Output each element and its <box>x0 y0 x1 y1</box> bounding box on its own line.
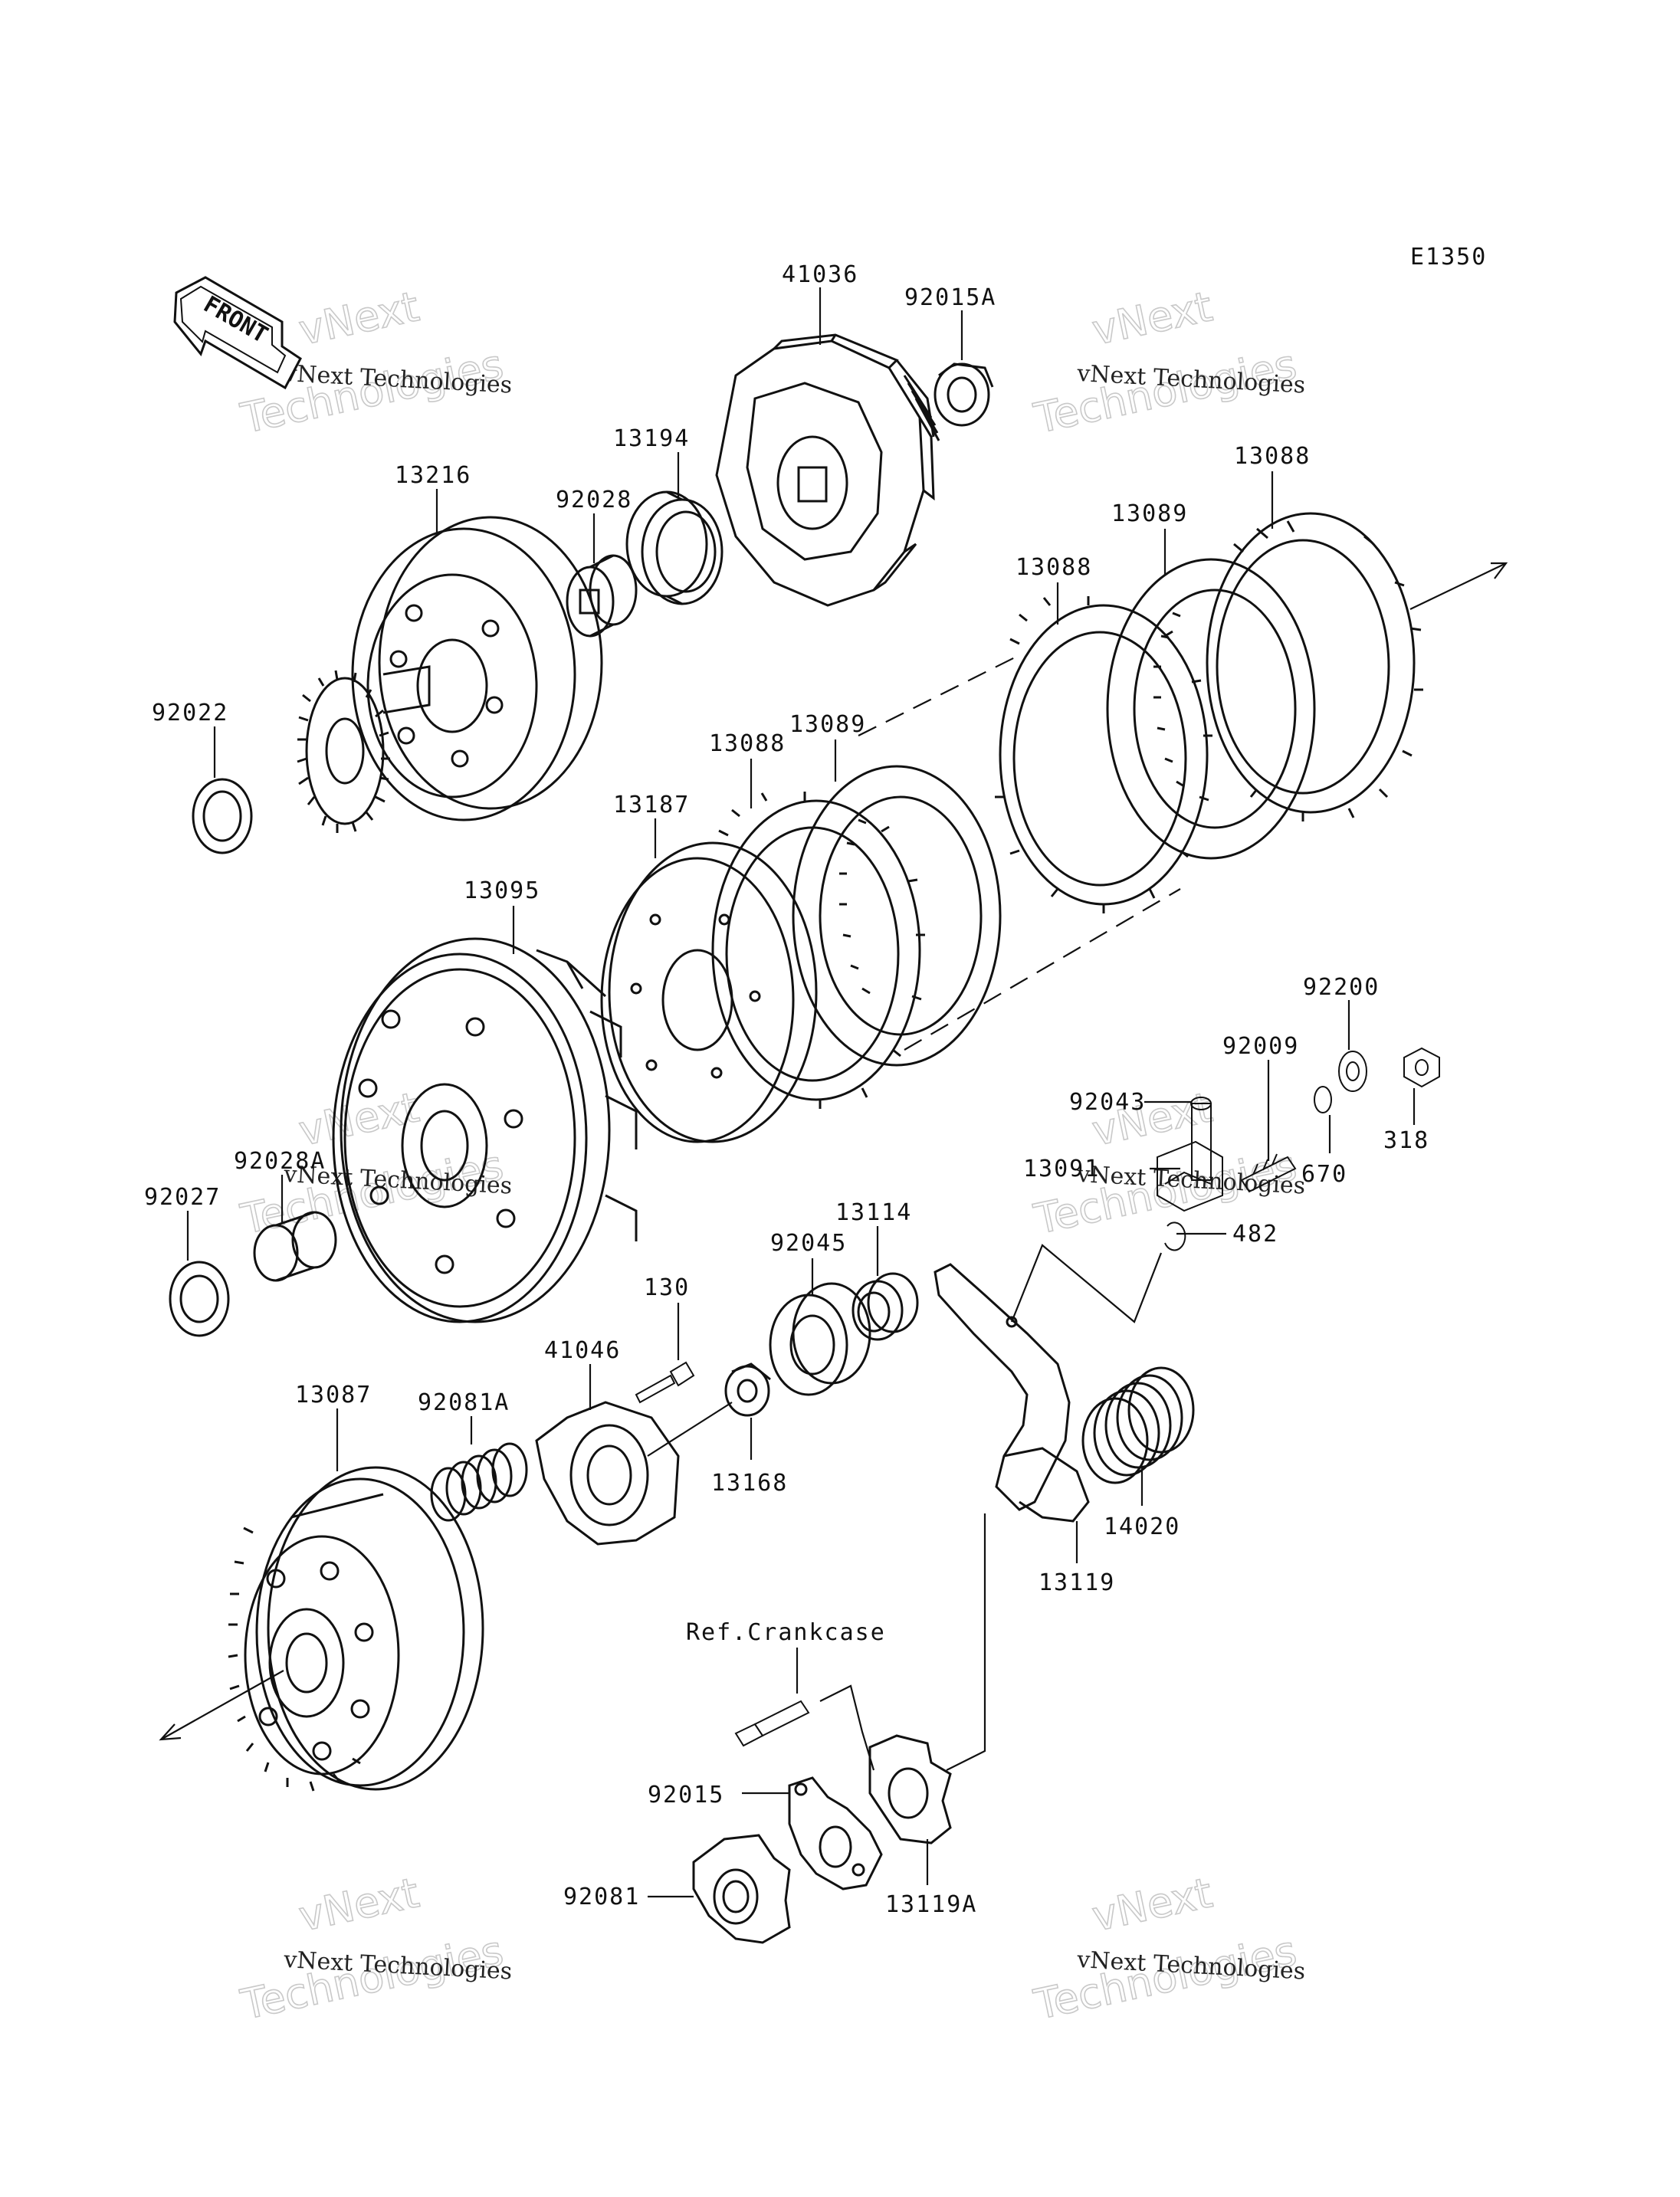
part-92043-pin <box>1190 1097 1212 1181</box>
part-92081-spring <box>1081 1366 1195 1484</box>
label-92022: 92022 <box>152 700 228 726</box>
part-13216-clutch-drum <box>297 516 603 833</box>
label-92081A: 92081A <box>418 1389 510 1416</box>
part-13119A-cam-plate <box>868 1734 952 1844</box>
part-13087-primary-gear <box>228 1466 484 1792</box>
part-13114-collar <box>851 1272 919 1341</box>
part-92200-washer <box>1338 1051 1367 1092</box>
label-92015: 13168 <box>711 1470 788 1497</box>
part-14020-gasket-plate <box>788 1776 883 1890</box>
part-92022-washer <box>192 778 253 854</box>
label-92009: 92009 <box>1222 1033 1299 1060</box>
part-92028A-sleeve <box>253 1211 337 1282</box>
label-14020: 92015 <box>648 1782 724 1808</box>
part-41036-clutch-shoe <box>715 333 940 607</box>
part-13088-friction-plate-rear <box>1206 512 1423 821</box>
svg-text:vNext: vNext <box>295 282 423 354</box>
part-13095-clutch-hub-gear <box>332 937 638 1323</box>
part-92081A-spring <box>430 1442 528 1522</box>
part-crankcase-stud <box>734 1700 810 1747</box>
watermark-bottom-right: vNext Technologies vNext Technologies <box>1029 1867 1306 2029</box>
front-arrow-icon: FRONT <box>173 276 302 390</box>
label-130: 130 <box>644 1274 690 1301</box>
watermark-top-right: vNext Technologies vNext Technologies <box>1029 281 1306 443</box>
svg-text:vNext: vNext <box>1088 1868 1216 1940</box>
label-13091: 13091 <box>1023 1156 1100 1182</box>
part-670-o-ring <box>1314 1086 1332 1113</box>
label-13114: 13114 <box>835 1199 912 1226</box>
label-13089-front: 13089 <box>789 711 866 738</box>
part-13089-steel-plate-front <box>792 765 1002 1067</box>
label-13089-top-right: 13089 <box>1111 500 1188 527</box>
part-13089-steel-plate-rear <box>1106 558 1316 860</box>
label-41036: 41036 <box>782 261 858 288</box>
label-318: 318 <box>1383 1127 1429 1154</box>
label-13088-front: 13088 <box>709 730 786 757</box>
part-13088-friction-plate-mid <box>995 596 1212 913</box>
svg-text:vNext: vNext <box>1088 282 1216 354</box>
label-13194: 13194 <box>613 425 690 452</box>
part-92009-stud <box>1240 1153 1297 1193</box>
part-318-nut <box>1403 1047 1440 1088</box>
label-92045: 92045 <box>770 1230 847 1257</box>
part-92028-sleeve <box>566 554 638 638</box>
label-13095: 13095 <box>464 877 540 904</box>
label-41046: 41046 <box>544 1337 621 1364</box>
part-92015-nut <box>724 1362 771 1417</box>
label-13088-top-right: 13088 <box>1234 443 1311 470</box>
label-92043: 92043 <box>1069 1089 1146 1116</box>
label-13119: 92081 <box>563 1884 640 1910</box>
ref-crankcase-label: Ref.Crankcase <box>686 1619 886 1646</box>
svg-text:vNext: vNext <box>295 1083 423 1155</box>
part-13187-pressure-plate <box>600 841 818 1143</box>
part-130-bolt <box>635 1361 695 1404</box>
label-482: 482 <box>1232 1221 1278 1248</box>
label-13168: 13119 <box>1039 1569 1115 1596</box>
part-13168-release-lever <box>934 1263 1090 1523</box>
label-670: 670 <box>1301 1161 1347 1188</box>
part-482-circlip <box>1164 1221 1186 1251</box>
part-13091-cam-lever <box>1157 1140 1223 1212</box>
label-13216: 13216 <box>395 462 471 489</box>
label-13187: 13187 <box>613 792 690 818</box>
label-92200: 92200 <box>1303 974 1380 1001</box>
label-92081: 14020 <box>1104 1513 1180 1540</box>
part-13119-cam-plate <box>692 1834 791 1944</box>
label-13119A: 13119A <box>885 1891 977 1918</box>
label-13088-mid: 13088 <box>1016 554 1092 581</box>
diagram-code: E1350 <box>1410 244 1487 271</box>
part-92015A-nut <box>934 362 994 427</box>
part-13194-bearing <box>625 490 724 605</box>
part-41046-lifter-plate <box>535 1401 680 1546</box>
label-92028A: 92028A <box>234 1148 326 1175</box>
label-92015A: 92015A <box>904 284 996 311</box>
watermark-bottom-left: vNext Technologies vNext Technologies <box>236 1867 513 2029</box>
part-13088-friction-plate-front <box>711 792 925 1109</box>
part-92027-washer <box>169 1261 230 1337</box>
label-92028: 92028 <box>556 487 632 513</box>
svg-text:vNext: vNext <box>295 1868 423 1940</box>
part-92045-ball-bearing <box>769 1282 871 1396</box>
label-13087: 13087 <box>295 1382 372 1408</box>
label-92027: 92027 <box>144 1184 221 1211</box>
